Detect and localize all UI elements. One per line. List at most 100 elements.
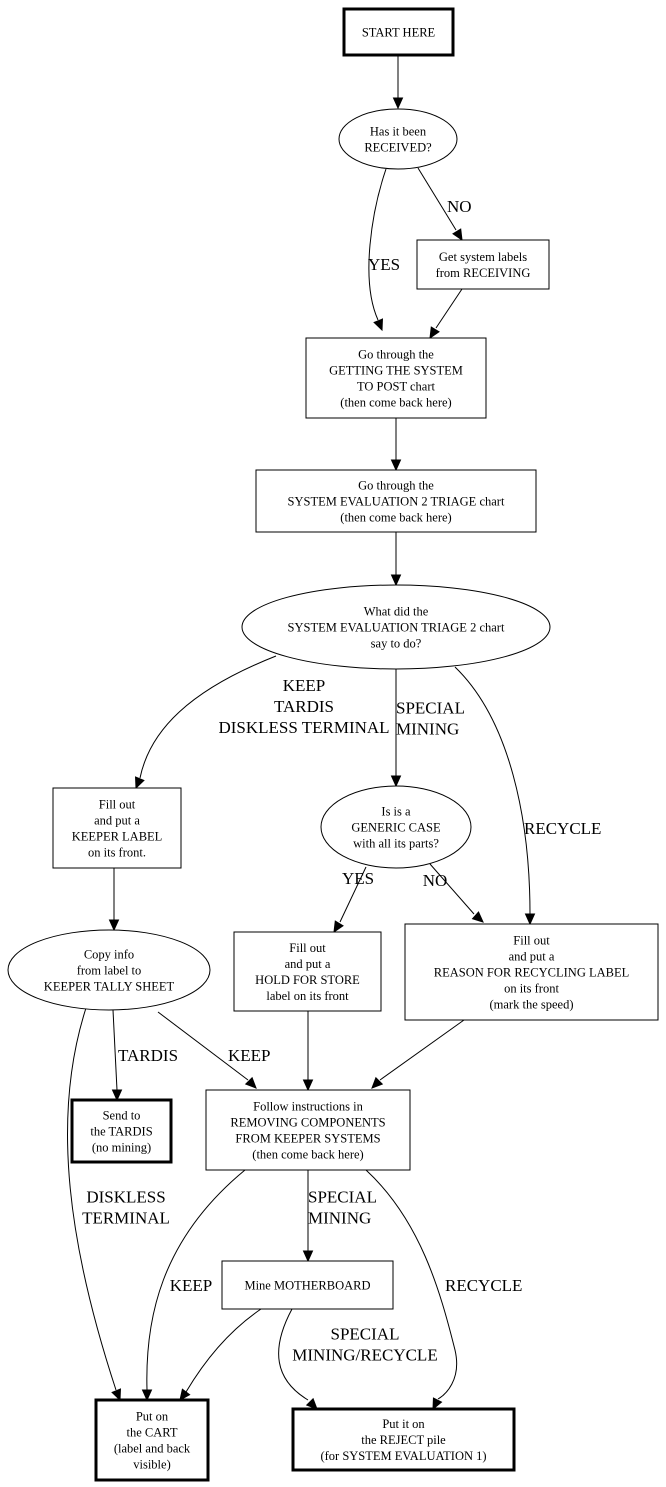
edge-generic-no <box>429 863 484 923</box>
edge-line <box>435 288 463 329</box>
arrowhead-icon <box>429 326 440 340</box>
edge-label: DISKLESS TERMINAL <box>82 1188 170 1228</box>
edge-label-line: DISKLESS TERMINAL <box>218 718 389 737</box>
edge-recycle-remove <box>371 1019 465 1089</box>
edge-label-line: KEEP <box>228 1046 271 1065</box>
node-ellipse <box>241 584 551 670</box>
edge-label: RECYCLE <box>524 819 601 838</box>
edge-line <box>454 666 531 915</box>
edge-label-line: DISKLESS <box>86 1188 165 1207</box>
edge-label-line: MINING <box>308 1209 371 1228</box>
node-label-line: (then come back here) <box>340 396 451 410</box>
edge-q-keep <box>135 655 277 790</box>
edge-label: TARDIS <box>118 1046 178 1065</box>
edge-label: KEEP TARDIS DISKLESS TERMINAL <box>218 676 389 737</box>
node-label-line: Go through the <box>358 348 434 362</box>
arrowhead-icon <box>390 574 402 587</box>
edge-line <box>368 168 387 321</box>
node-label-line: START HERE <box>362 26 436 40</box>
node-label-line: the TARDIS <box>90 1125 152 1139</box>
edge-label-line: TERMINAL <box>82 1209 170 1228</box>
edge-line <box>185 1308 262 1393</box>
edge-line <box>365 1169 458 1400</box>
edge-label-line: NO <box>423 871 448 890</box>
arrowhead-icon <box>108 919 120 932</box>
edge-label: KEEP <box>170 1276 213 1295</box>
arrowhead-icon <box>302 1250 314 1263</box>
arrowhead-icon <box>371 1076 384 1089</box>
edge-remove-keep <box>141 1169 246 1402</box>
edge-start-received <box>392 55 404 110</box>
node-ellipse <box>7 929 211 1011</box>
arrowhead-icon <box>333 920 344 934</box>
node-box <box>233 931 382 1012</box>
node-box <box>342 7 455 57</box>
edge-label: NO <box>447 197 472 216</box>
node-label-line: Go through the <box>358 479 434 493</box>
node-label-line: Has it been <box>370 125 427 139</box>
node-label-line: on its front. <box>88 846 146 860</box>
arrowhead-icon <box>524 913 536 926</box>
node-get-labels: Get system labels from RECEIVING <box>416 239 550 290</box>
edge-line <box>379 1019 465 1081</box>
node-label-line: the CART <box>127 1426 178 1440</box>
edge-label-line: SPECIAL <box>331 1325 400 1344</box>
edge-mobo-reject <box>278 1308 318 1410</box>
node-box <box>291 1407 516 1472</box>
node-label-line: say to do? <box>371 637 422 651</box>
edge-generic-yes <box>333 866 367 934</box>
edge-line <box>429 863 475 915</box>
edge-line <box>112 1009 118 1091</box>
node-box <box>255 469 537 533</box>
node-label-line: HOLD FOR STORE <box>255 973 360 987</box>
node-label-line: from RECEIVING <box>436 266 531 280</box>
node-box <box>94 1398 210 1482</box>
edge-label-line: TARDIS <box>274 697 334 716</box>
node-label: Get system labels from RECEIVING <box>436 250 531 280</box>
node-label-line: Fill out <box>99 798 136 812</box>
node-box <box>221 1260 394 1310</box>
edge-triage-q <box>390 532 402 587</box>
edge-label-line: KEEP <box>283 676 326 695</box>
node-label-line: (label and back <box>114 1442 191 1456</box>
arrowhead-icon <box>432 1397 443 1411</box>
edge-label-line: RECYCLE <box>445 1276 522 1295</box>
edge-label-line: TARDIS <box>118 1046 178 1065</box>
edge-label-line: KEEP <box>170 1276 213 1295</box>
node-label-line: visible) <box>133 1458 171 1472</box>
node-label-line: TO POST chart <box>357 380 436 394</box>
edge-hold-remove <box>302 1011 314 1092</box>
edge-keeper-tally <box>108 868 120 932</box>
edge-received-yes <box>368 168 387 332</box>
node-label-line: Get system labels <box>439 250 527 264</box>
edge-tally-diskless <box>66 1007 121 1402</box>
node-label-line: Follow instructions in <box>253 1100 363 1114</box>
edge-label: YES <box>368 255 400 274</box>
edge-post-triage <box>390 418 402 472</box>
edge-label-line: SPECIAL <box>396 699 465 718</box>
edge-label: RECYCLE <box>445 1276 522 1295</box>
arrowhead-icon <box>179 1388 191 1401</box>
